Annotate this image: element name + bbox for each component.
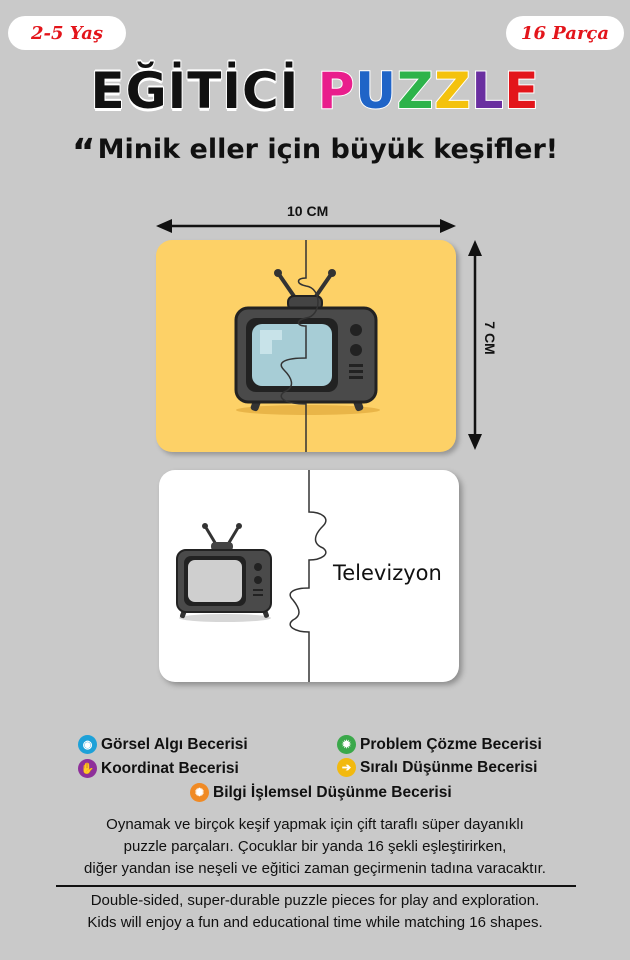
skill-coordination: ✋Koordinat Becerisi bbox=[78, 759, 239, 778]
description-line: puzzle parçaları. Çocuklar bir yanda 16 … bbox=[123, 838, 507, 855]
description-line: Oynamak ve birçok keşif yapmak için çift… bbox=[106, 816, 524, 833]
description-turkish: Oynamak ve birçok keşif yapmak için çift… bbox=[0, 814, 630, 880]
skill-visual-perception: ◉Görsel Algı Becerisi bbox=[78, 735, 248, 754]
hand-icon: ✋ bbox=[78, 759, 97, 778]
gears-icon: ✹ bbox=[337, 735, 356, 754]
skill-label: Problem Çözme Becerisi bbox=[360, 735, 542, 753]
brain-icon: ✺ bbox=[190, 783, 209, 802]
tv-illustration bbox=[234, 240, 380, 452]
card-word: Televizyon bbox=[333, 561, 442, 585]
quote-mark: “ bbox=[71, 132, 96, 173]
title-letter: U bbox=[354, 61, 397, 121]
skill-problem-solving: ✹Problem Çözme Becerisi bbox=[337, 735, 542, 754]
pieces-badge: 16 Parça bbox=[506, 16, 624, 50]
skill-sequential-thinking: ➔Sıralı Düşünme Becerisi bbox=[337, 758, 537, 777]
slogan-text: Minik eller için büyük keşifler! bbox=[97, 134, 559, 165]
pieces-badge-text: 16 Parça bbox=[520, 22, 610, 44]
description-line: Kids will enjoy a fun and educational ti… bbox=[87, 914, 543, 931]
width-label: 10 CM bbox=[287, 203, 329, 219]
description-line: Double-sided, super-durable puzzle piece… bbox=[90, 892, 540, 909]
puzzle-card-word-side bbox=[159, 470, 459, 682]
description-line: diğer yandan ise neşeli ve eğitici zaman… bbox=[84, 860, 546, 877]
width-arrow bbox=[156, 219, 456, 233]
eye-icon: ◉ bbox=[78, 735, 97, 754]
sequence-icon: ➔ bbox=[337, 758, 356, 777]
skill-computational-thinking: ✺Bilgi İşlemsel Düşünme Becerisi bbox=[190, 783, 452, 802]
tv-illustration-small bbox=[176, 470, 327, 682]
description-english: Double-sided, super-durable puzzle piece… bbox=[0, 890, 630, 934]
skill-label: Bilgi İşlemsel Düşünme Becerisi bbox=[213, 783, 452, 801]
divider bbox=[56, 885, 576, 887]
age-badge: 2-5 Yaş bbox=[8, 16, 126, 50]
skill-label: Görsel Algı Becerisi bbox=[101, 735, 248, 753]
title-word-puzzle: PUZZLE bbox=[317, 61, 540, 121]
title-word-egitici: EĞİTİCİ bbox=[89, 61, 300, 121]
title-letter: P bbox=[317, 61, 356, 121]
title-letter: L bbox=[471, 61, 505, 121]
height-label: 7 CM bbox=[482, 321, 498, 355]
title-letter: E bbox=[503, 61, 540, 121]
title-letter: Z bbox=[433, 61, 472, 121]
puzzle-card-image-side bbox=[156, 240, 456, 452]
title-letter: Z bbox=[396, 61, 435, 121]
slogan: “Minik eller için büyük keşifler! bbox=[0, 132, 630, 173]
height-arrow bbox=[468, 240, 482, 450]
skill-label: Koordinat Becerisi bbox=[101, 759, 239, 777]
product-title: EĞİTİCİ PUZZLE bbox=[0, 61, 630, 121]
age-badge-text: 2-5 Yaş bbox=[30, 22, 104, 44]
skill-label: Sıralı Düşünme Becerisi bbox=[360, 758, 538, 776]
